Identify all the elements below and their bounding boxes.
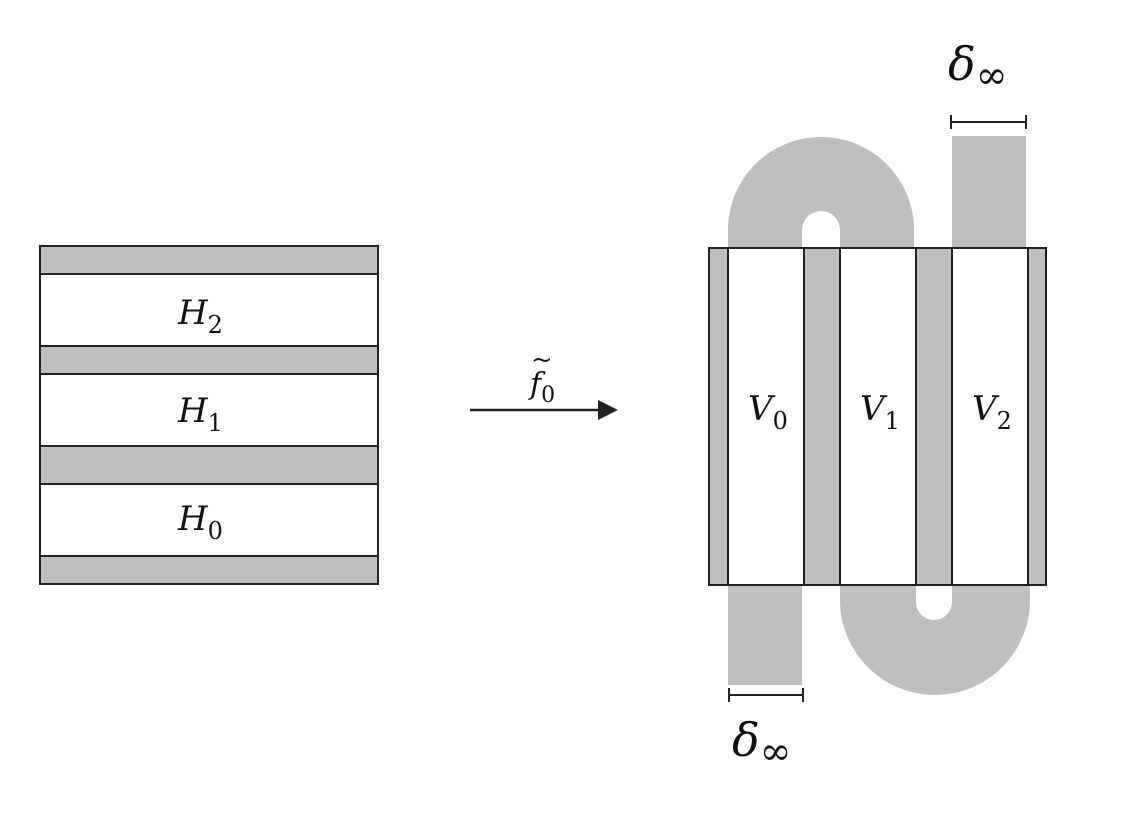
bottom-tail — [728, 585, 802, 685]
top-tail — [952, 136, 1026, 248]
h0-label: H0 — [177, 499, 223, 545]
v2-label: V2 — [972, 389, 1012, 435]
right-stack: V0 V1 V2 — [708, 136, 1047, 695]
h2-label: H2 — [177, 293, 223, 339]
delta-top-label: δ∞ — [948, 37, 1007, 97]
h0-block — [39, 483, 379, 557]
map-accent: ~ — [531, 345, 553, 375]
h2-block — [39, 273, 379, 347]
v0-block — [727, 247, 805, 586]
h1-label: H1 — [177, 391, 223, 437]
v1-label: V1 — [860, 389, 900, 435]
top-fold — [728, 137, 914, 248]
v0-label: V0 — [748, 389, 788, 435]
bottom-fold — [840, 585, 1030, 695]
left-stack: H2 H1 H0 — [39, 245, 379, 585]
h1-block — [39, 373, 379, 447]
delta-bottom-marker: δ∞ — [728, 688, 804, 773]
v1-block — [839, 247, 917, 586]
v2-block — [951, 247, 1029, 586]
arrow-head-icon — [598, 400, 618, 420]
delta-top-marker: δ∞ — [948, 37, 1027, 129]
map-arrow-group: f0 ~ — [470, 345, 618, 420]
delta-bottom-label: δ∞ — [732, 713, 791, 773]
